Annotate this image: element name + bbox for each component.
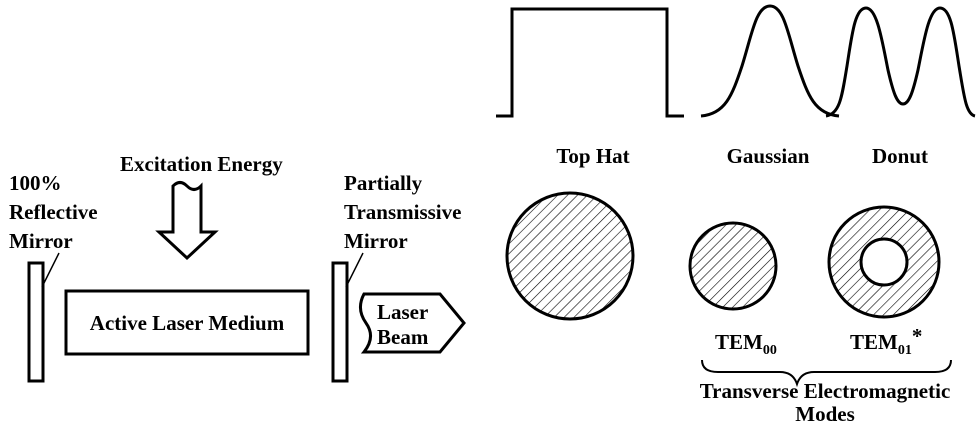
tem00-label: TEM00 <box>715 330 777 358</box>
tem00-cross-section <box>688 221 778 311</box>
right-mirror-label-line2: Transmissive <box>344 200 461 224</box>
right-mirror <box>331 261 349 383</box>
laser-beam-label-line1: Laser <box>377 300 428 324</box>
top-hat-label: Top Hat <box>556 144 629 168</box>
donut-profile <box>825 6 976 118</box>
left-mirror-label-line3: Mirror <box>9 229 73 253</box>
excitation-energy-label: Excitation Energy <box>120 152 283 176</box>
excitation-arrow <box>155 181 219 261</box>
right-mirror-label-line1: Partially <box>344 171 423 195</box>
left-mirror-pointer <box>41 252 60 288</box>
laser-beam-arrow <box>359 292 466 354</box>
laser-beam-label-line2: Beam <box>377 325 429 349</box>
active-laser-medium-label: Active Laser Medium <box>90 311 285 335</box>
transverse-modes-label-line1: Transverse Electromagnetic <box>700 379 951 403</box>
gaussian-label: Gaussian <box>727 144 810 168</box>
top-hat-cross-section <box>505 191 635 321</box>
left-mirror-label-line2: Reflective <box>9 200 98 224</box>
tem01-label: TEM01* <box>850 324 922 358</box>
left-mirror-label-line1: 100% <box>9 171 62 195</box>
tem01-hole <box>859 237 909 287</box>
transverse-modes-label-line2: Modes <box>795 402 855 425</box>
right-mirror-pointer <box>345 252 364 288</box>
top-hat-profile <box>496 7 684 118</box>
donut-label: Donut <box>872 144 928 168</box>
gaussian-profile <box>700 4 840 118</box>
left-mirror <box>27 261 45 383</box>
right-mirror-label-line3: Mirror <box>344 229 408 253</box>
active-laser-medium-box <box>64 289 310 356</box>
modes-brace <box>701 359 952 388</box>
